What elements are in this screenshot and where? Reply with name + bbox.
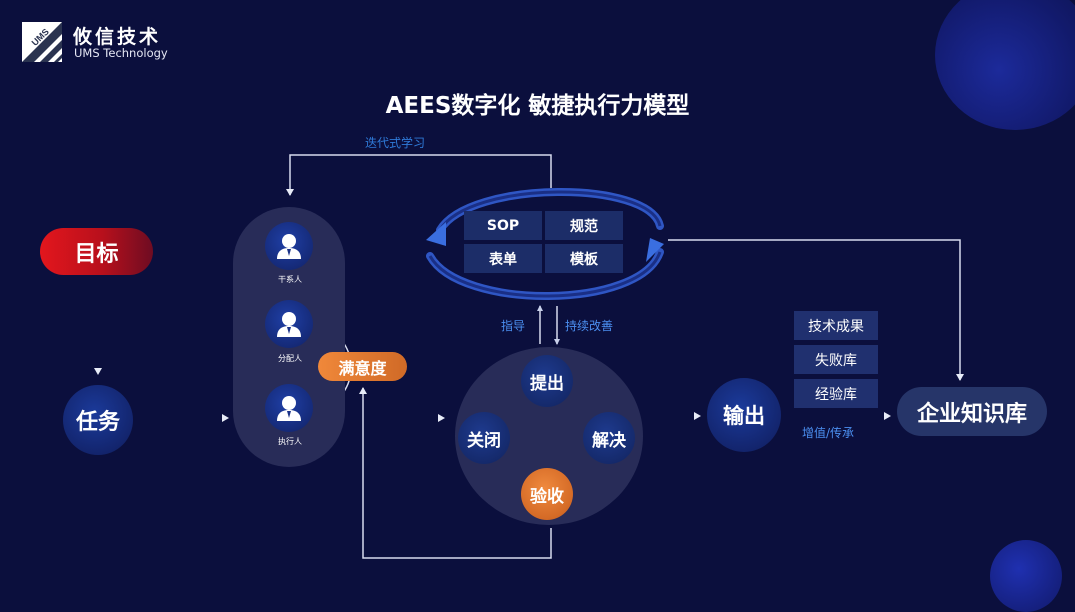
stakeholder-label: 干系人 (278, 275, 302, 284)
corner-decoration-top-right (935, 0, 1075, 130)
standard-template: 模板 (545, 244, 623, 273)
assigner-person-icon (265, 300, 313, 348)
company-logo: UMS (22, 22, 62, 62)
output-node: 输出 (707, 378, 781, 452)
cycle-close: 关闭 (458, 412, 510, 464)
library-tech-achievements: 技术成果 (794, 311, 878, 340)
library-experience: 经验库 (794, 379, 878, 408)
company-name-en: UMS Technology (74, 46, 168, 60)
cycle-solve: 解决 (583, 412, 635, 464)
line-standards-to-kb (668, 239, 964, 381)
cycle-accept: 验收 (521, 468, 573, 520)
assigner-label: 分配人 (278, 354, 302, 363)
library-failures: 失败库 (794, 345, 878, 374)
rotation-arrowhead-left (426, 222, 446, 246)
executor-label: 执行人 (278, 437, 302, 446)
goal-node: 目标 (40, 228, 153, 275)
label-continuous-improvement: 持续改善 (565, 319, 614, 333)
page-title: AEES数字化 敏捷执行力模型 (385, 93, 690, 119)
task-node: 任务 (63, 385, 133, 455)
standard-sop: SOP (464, 211, 542, 240)
satisfaction-node: 满意度 (318, 352, 407, 381)
loop-feedback-to-satisfaction (359, 387, 552, 559)
label-iterative-learning: 迭代式学习 (365, 136, 426, 150)
corner-decoration-bottom-right (990, 540, 1062, 612)
knowledge-base-node: 企业知识库 (897, 387, 1047, 436)
executor-person-icon (265, 384, 313, 432)
standard-specification: 规范 (545, 211, 623, 240)
cycle-propose: 提出 (521, 355, 573, 407)
loop-iterative-learning (286, 154, 552, 196)
label-guide: 指导 (501, 319, 526, 333)
label-value-add: 增值/传承 (802, 426, 855, 440)
standard-form: 表单 (464, 244, 542, 273)
company-name-cn: 攸信技术 (73, 26, 162, 48)
stakeholder-person-icon (265, 222, 313, 270)
rotation-arrowhead-right (646, 238, 664, 262)
